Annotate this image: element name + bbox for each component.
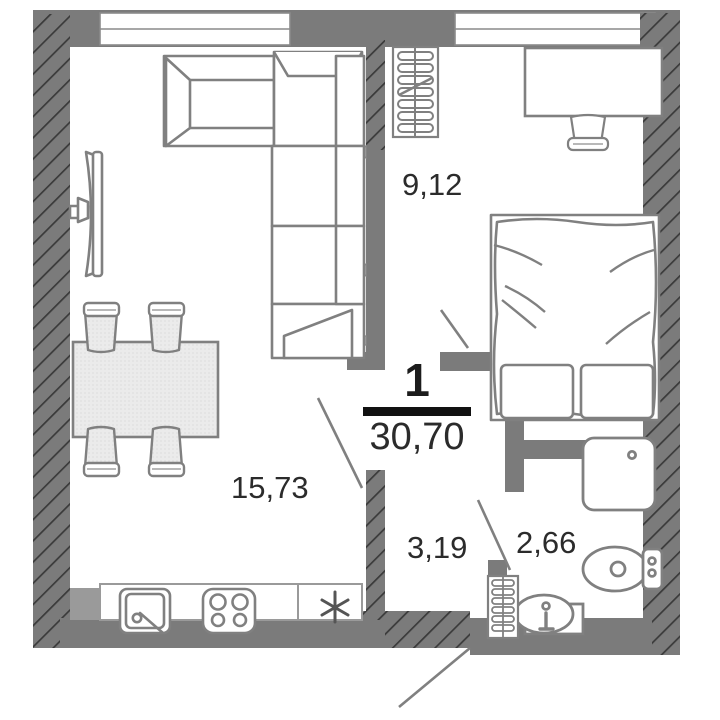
interior-wall-hatch bbox=[366, 40, 385, 620]
kitchen-sink bbox=[118, 587, 172, 635]
dining-chair bbox=[82, 301, 121, 354]
room-area-bedroom: 9,12 bbox=[402, 167, 463, 202]
total-summary: 1 30,70 bbox=[363, 357, 471, 458]
wall-tv bbox=[68, 150, 104, 278]
dining-table bbox=[71, 340, 220, 439]
total-area: 30,70 bbox=[369, 416, 465, 458]
double-bed bbox=[489, 213, 661, 422]
room-area-bathroom: 2,66 bbox=[516, 525, 577, 560]
toilet bbox=[581, 545, 664, 593]
radiator-bedroom bbox=[391, 45, 440, 139]
radiator-bathroom bbox=[486, 574, 520, 640]
dining-chair-group bbox=[82, 301, 186, 478]
room-area-living-kitchen: 15,73 bbox=[231, 470, 309, 505]
shower-tray bbox=[581, 436, 657, 512]
refrigerator-snowflake-icon bbox=[320, 590, 350, 624]
leader-lines bbox=[316, 309, 512, 708]
sectional-sofa bbox=[162, 50, 366, 360]
dining-chair bbox=[147, 425, 186, 478]
room-count: 1 bbox=[404, 354, 430, 406]
room-area-hallway: 3,19 bbox=[407, 530, 468, 565]
dining-chair bbox=[82, 425, 121, 478]
dining-chair bbox=[147, 301, 186, 354]
washbasin bbox=[513, 593, 585, 636]
desk bbox=[523, 46, 664, 118]
kitchen-stove bbox=[201, 587, 257, 635]
total-divider bbox=[363, 407, 471, 416]
windows bbox=[99, 12, 680, 47]
desk-chair bbox=[566, 113, 610, 152]
